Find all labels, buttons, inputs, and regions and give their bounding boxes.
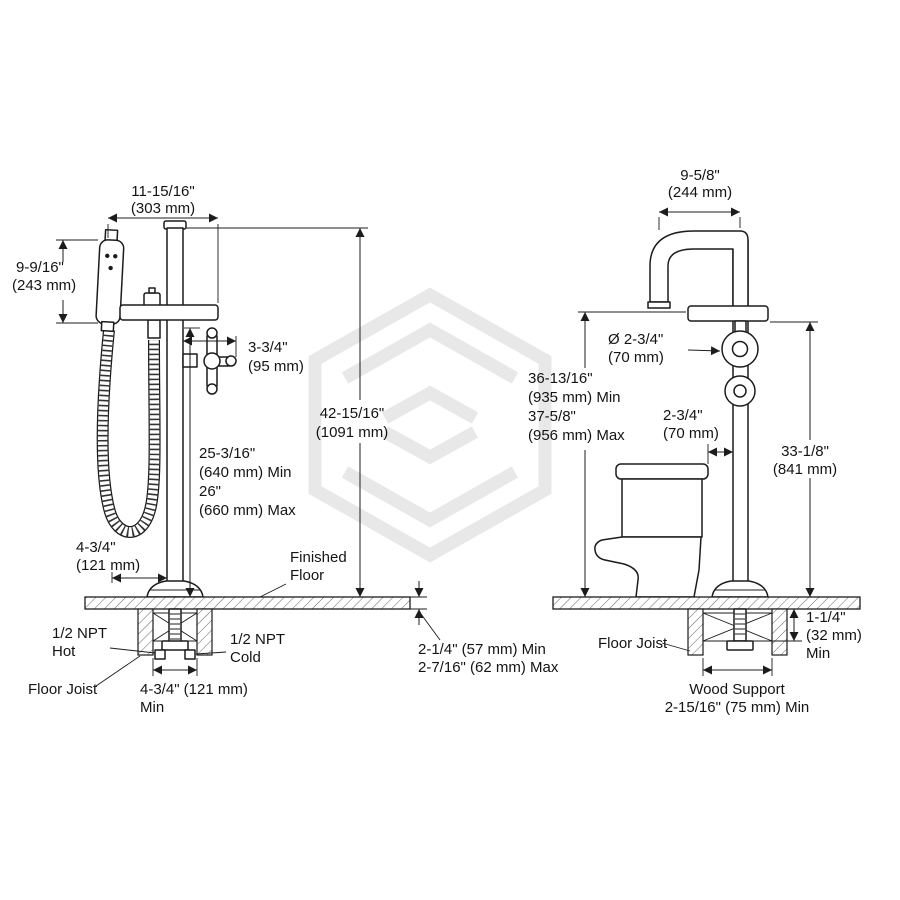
diverter-knob — [143, 292, 161, 307]
label-floor-joist-right: Floor Joist — [598, 635, 691, 652]
dim-wood-support: Wood Support 2-15/16" (75 mm) Min — [665, 658, 810, 716]
mounting-nut — [161, 640, 189, 651]
handle-knobs-side — [721, 330, 759, 407]
dim-height-range-max-value: 37-5/8" — [528, 408, 576, 425]
dim-spout-height-max-value: 26" — [199, 483, 221, 500]
tub-spout-bar — [119, 304, 219, 321]
dim-floor-thickness-min: 2-1/4" (57 mm) Min — [418, 641, 546, 658]
dim-joist-spacing-value: 4-3/4" (121 mm) — [140, 681, 248, 698]
dim-handle-offset-metric: (95 mm) — [248, 358, 304, 375]
floor-joist-section — [687, 608, 704, 656]
label-npt-cold: 1/2 NPT Cold — [195, 631, 285, 666]
floor-joist-left-label: Floor Joist — [28, 681, 98, 698]
spout-outlet — [647, 301, 671, 309]
hot-supply-inlet — [154, 649, 166, 660]
dim-spout-outlet-height-value: 33-1/8" — [781, 443, 829, 460]
dim-pipe-diameter-value: Ø 2-3/4" — [608, 331, 663, 348]
dim-support-thickness-min: Min — [806, 645, 830, 662]
dim-height-range-max-metric: (956 mm) Max — [528, 427, 625, 444]
dim-spout-height-max-metric: (660 mm) Max — [199, 502, 296, 519]
npt-hot-label-line1: 1/2 NPT — [52, 625, 107, 642]
toilet-tank-lid — [615, 463, 709, 480]
dim-handshower-height-metric: (243 mm) — [12, 277, 76, 294]
dim-joist-spacing: 4-3/4" (121 mm) Min — [140, 658, 248, 716]
dim-overall-width: 11-15/16" (303 mm) — [107, 183, 219, 303]
dim-joist-spacing-min: Min — [140, 699, 164, 716]
dim-toilet-clearance: 2-3/4" (70 mm) — [663, 407, 733, 464]
dim-hose-offset-value: 4-3/4" — [76, 539, 116, 556]
floor-joist-right-section — [196, 608, 213, 656]
dim-floor-thickness: 2-1/4" (57 mm) Min 2-7/16" (62 mm) Max — [410, 581, 559, 676]
floor-joist-left-section — [137, 608, 154, 656]
handshower-hose — [96, 329, 161, 538]
tub-spout-bar-side — [687, 305, 769, 322]
dim-height-range-min-value: 36-13/16" — [528, 370, 593, 387]
dim-overall-height-metric: (1091 mm) — [316, 424, 389, 441]
dim-support-thickness-metric: (32 mm) — [806, 627, 862, 644]
dim-hose-offset-metric: (121 mm) — [76, 557, 140, 574]
spray-dot-icon — [113, 254, 118, 259]
dim-wood-support-label: Wood Support — [689, 681, 785, 698]
label-floor-joist-left: Floor Joist — [28, 655, 141, 698]
hose-connector — [147, 319, 161, 339]
mounting-assembly-right — [687, 608, 788, 656]
npt-cold-label-line1: 1/2 NPT — [230, 631, 285, 648]
dim-spout-reach-metric: (244 mm) — [668, 184, 732, 201]
dim-floor-thickness-max: 2-7/16" (62 mm) Max — [418, 659, 559, 676]
dim-spout-height: 25-3/16" (640 mm) Min 26" (660 mm) Max — [184, 327, 296, 597]
dim-overall-height: 42-15/16" (1091 mm) — [186, 227, 389, 597]
dim-spout-reach: 9-5/8" (244 mm) — [658, 167, 741, 230]
dim-spout-reach-value: 9-5/8" — [680, 167, 720, 184]
side-view — [552, 230, 861, 656]
dim-toilet-clearance-metric: (70 mm) — [663, 425, 719, 442]
dim-overall-width-metric: (303 mm) — [131, 200, 195, 217]
toilet-bowl — [594, 536, 702, 598]
npt-hot-label-line2: Hot — [52, 643, 76, 660]
riser-pipe — [166, 227, 184, 584]
dim-wood-support-value: 2-15/16" (75 mm) Min — [665, 699, 810, 716]
label-finished-floor: Finished Floor — [259, 549, 347, 598]
faucet-base-side — [711, 580, 769, 598]
dim-spout-outlet-height-metric: (841 mm) — [773, 461, 837, 478]
diverter-tip — [148, 287, 156, 294]
dim-height-range-min-metric: (935 mm) Min — [528, 389, 621, 406]
cold-supply-inlet — [184, 649, 196, 660]
spray-dot-icon — [108, 265, 113, 271]
dim-pipe-diameter: Ø 2-3/4" (70 mm) — [608, 331, 721, 366]
dim-support-thickness-value: 1-1/4" — [806, 609, 846, 626]
handshower-hose-nut — [100, 320, 115, 332]
finished-floor-label-line1: Finished — [290, 549, 347, 566]
spray-dot-icon — [105, 253, 110, 259]
dim-handshower-height: 9-9/16" (243 mm) — [12, 239, 98, 324]
floor-joist-section — [771, 608, 788, 656]
toilet-tank — [621, 478, 703, 538]
watermark-logo — [308, 287, 552, 563]
label-npt-hot: 1/2 NPT Hot — [52, 625, 156, 660]
npt-cold-label-line2: Cold — [230, 649, 261, 666]
handshower — [95, 228, 125, 332]
dim-spout-height-min-metric: (640 mm) Min — [199, 464, 292, 481]
cross-handle — [182, 327, 237, 395]
floor-joist-right-label: Floor Joist — [598, 635, 668, 652]
dim-handshower-height-value: 9-9/16" — [16, 259, 64, 276]
dim-overall-width-value: 11-15/16" — [131, 183, 194, 200]
dim-handle-offset: 3-3/4" (95 mm) — [183, 336, 304, 375]
dim-pipe-diameter-metric: (70 mm) — [608, 349, 664, 366]
finished-floor-section-right — [552, 596, 861, 610]
dim-height-range: 36-13/16" (935 mm) Min 37-5/8" (956 mm) … — [528, 311, 686, 597]
dim-hose-offset: 4-3/4" (121 mm) — [76, 539, 167, 583]
gooseneck-spout — [649, 230, 749, 309]
dim-support-thickness: 1-1/4" (32 mm) Min — [772, 609, 862, 662]
dim-overall-height-value: 42-15/16" — [320, 405, 385, 422]
dim-spout-outlet-height: 33-1/8" (841 mm) — [770, 321, 837, 597]
dim-toilet-clearance-value: 2-3/4" — [663, 407, 703, 424]
mounting-nut-side — [726, 640, 754, 651]
finished-floor-section — [84, 596, 411, 610]
toilet-outline — [594, 463, 709, 598]
faucet-base — [146, 580, 204, 598]
dim-spout-height-min-value: 25-3/16" — [199, 445, 255, 462]
finished-floor-label-line2: Floor — [290, 567, 324, 584]
dim-handle-offset-value: 3-3/4" — [248, 339, 288, 356]
mounting-assembly-left — [137, 608, 213, 660]
